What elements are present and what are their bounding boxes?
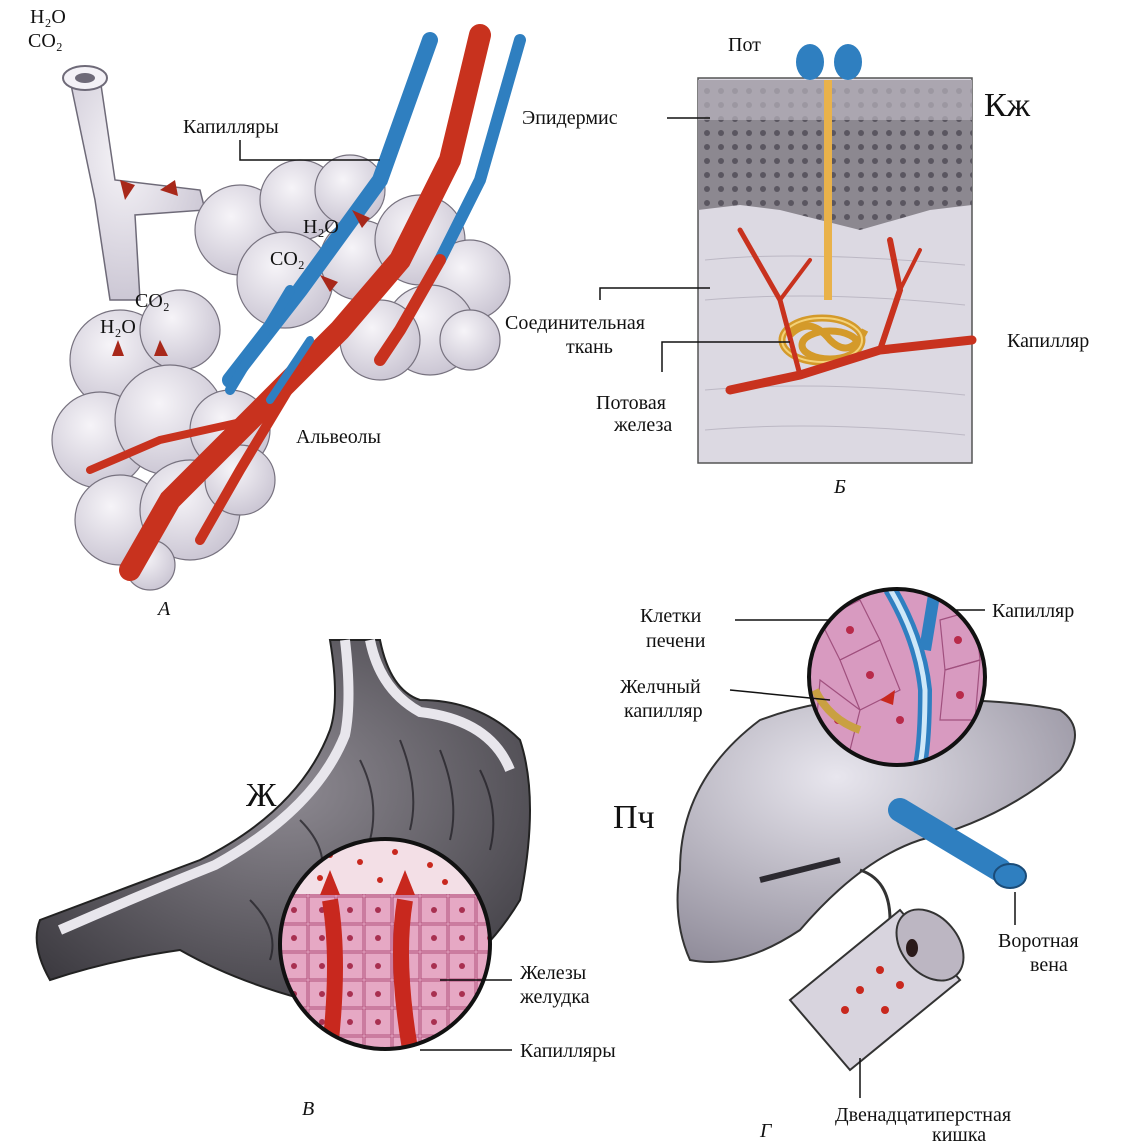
- connective-tissue-label-2: ткань: [566, 336, 613, 358]
- sweat-gland-label-1: Потовая: [596, 392, 666, 414]
- bile-capillary-label-1: Желчный: [620, 676, 701, 698]
- panel-c-letter: В: [302, 1098, 314, 1121]
- liver-abbr-label: Пч: [613, 800, 655, 836]
- panel-a-letter: А: [158, 598, 170, 621]
- duodenum-label-1: Двенадцатиперстная: [835, 1104, 1011, 1126]
- skin-capillary-label: Капилляр: [1007, 330, 1089, 352]
- liver-capillary-label: Капилляр: [992, 600, 1074, 622]
- sweat-label: Пот: [728, 34, 761, 56]
- epidermis-label: Эпидермис: [522, 107, 618, 129]
- panel-d-letter: Г: [760, 1120, 771, 1143]
- sweat-gland-label-2: железа: [614, 414, 672, 436]
- portal-vein-label-2: вена: [1030, 954, 1068, 976]
- liver-cells-label-2: печени: [646, 630, 705, 652]
- capillaries-label: Капилляры: [183, 116, 279, 138]
- water-label: H₂O: [30, 6, 66, 28]
- stomach-glands-label-2: желудка: [520, 986, 590, 1008]
- duodenum-label-2: кишка: [932, 1124, 986, 1146]
- alveoli-label: Альвеолы: [296, 426, 381, 448]
- inner-h2o-label-2: H₂O: [100, 316, 136, 338]
- portal-vein-label-1: Воротная: [998, 930, 1079, 952]
- skin-abbr-label: Кж: [984, 88, 1030, 124]
- bile-capillary-label-2: капилляр: [624, 700, 703, 722]
- stomach-abbr-label: Ж: [246, 778, 276, 814]
- alveoli-illustration: [52, 35, 520, 590]
- inner-h2o-label: H₂O: [303, 216, 339, 238]
- skin-illustration: [698, 44, 972, 463]
- panel-b-letter: Б: [834, 476, 846, 499]
- co2-label: CO₂: [28, 30, 63, 52]
- inner-co2-label-2: CO₂: [135, 290, 170, 312]
- inner-co2-label: CO₂: [270, 248, 305, 270]
- connective-tissue-label-1: Соединительная: [505, 312, 645, 334]
- stomach-capillaries-label: Капилляры: [520, 1040, 616, 1062]
- liver-cells-label-1: Клетки: [640, 605, 701, 627]
- stomach-glands-label-1: Железы: [520, 962, 586, 984]
